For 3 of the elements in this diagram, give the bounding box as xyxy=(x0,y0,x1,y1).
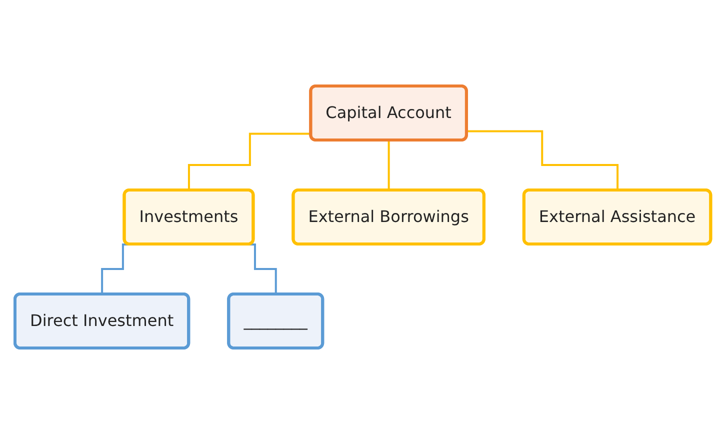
connector xyxy=(387,140,390,192)
connector xyxy=(188,132,311,192)
connector xyxy=(466,130,618,192)
